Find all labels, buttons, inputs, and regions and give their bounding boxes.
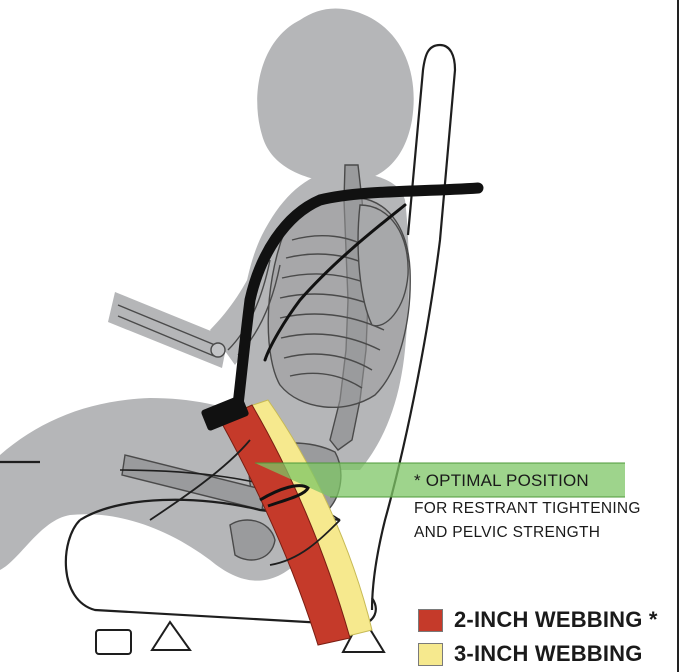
forearm-bones bbox=[117, 304, 216, 357]
seat-back bbox=[370, 43, 457, 611]
seat-outline bbox=[0, 43, 457, 627]
body-contours bbox=[149, 439, 341, 566]
legend-label: 2-INCH WEBBING * bbox=[454, 607, 658, 632]
shoulder-belt bbox=[232, 182, 484, 411]
webbing-2-inch bbox=[219, 404, 351, 646]
head-silhouette bbox=[257, 8, 414, 183]
seat-mounts bbox=[95, 613, 386, 655]
description-line-1: FOR RESTRANT TIGHTENING bbox=[414, 500, 641, 517]
optimal-zone-highlight bbox=[255, 462, 625, 498]
legend-swatch-yellow bbox=[418, 642, 443, 666]
legend-label: 3-INCH WEBBING bbox=[454, 641, 643, 666]
optimal-position-label: * OPTIMAL POSITION bbox=[414, 471, 589, 490]
scapula bbox=[357, 204, 409, 327]
belt-buckle bbox=[201, 395, 249, 431]
frame-border bbox=[677, 0, 679, 672]
legend-item-2-inch: 2-INCH WEBBING * bbox=[418, 607, 658, 633]
legend-item-3-inch: 3-INCH WEBBING bbox=[418, 641, 643, 667]
lap-anchor bbox=[259, 484, 310, 508]
seat-cushion bbox=[64, 519, 377, 627]
legend-swatch-red bbox=[418, 608, 443, 632]
description-line-2: AND PELVIC STRENGTH bbox=[414, 524, 601, 541]
